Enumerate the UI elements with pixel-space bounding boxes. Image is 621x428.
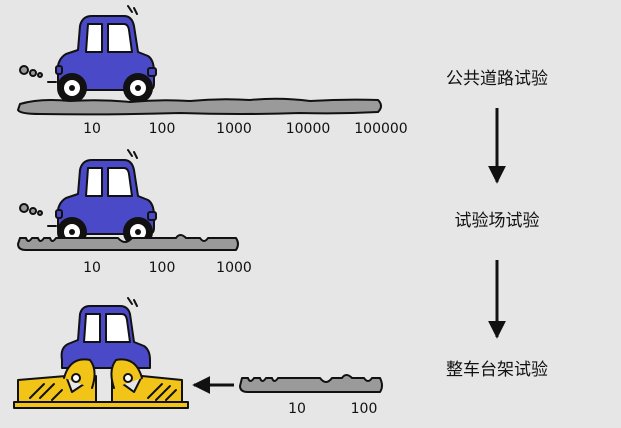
tick-label: 100 [149,121,176,137]
tick-label: 1000 [216,260,252,276]
stage-label-proving-ground: 试验场试验 [455,211,540,231]
tick-label: 100000 [354,121,407,137]
tick-label: 10 [83,121,101,137]
car-icon [47,149,157,248]
tick-label: 100 [149,260,176,276]
stage-label-public-road: 公共道路试验 [446,69,548,89]
car-icon [47,5,157,104]
tick-label: 10 [83,260,101,276]
tick-label: 1000 [216,121,252,137]
tick-label: 100 [351,401,378,417]
stage-test-rig: 10 100 [13,297,383,417]
rig-input-road [239,374,383,393]
proving-ground-road [17,234,239,251]
stage-public-road: 10 100 1000 10000 100000 [17,5,408,137]
stage-proving-ground: 10 100 1000 [17,149,252,276]
exhaust-smoke-icon [19,203,43,216]
test-rig-icon [13,358,189,409]
flow-column: 公共道路试验 试验场试验 整车台架试验 [446,69,548,380]
public-road [17,97,382,116]
exhaust-smoke-icon [19,65,43,78]
tick-label: 10 [288,401,306,417]
tick-label: 10000 [286,121,331,137]
car-icon [60,297,151,369]
stage-label-test-rig: 整车台架试验 [446,360,548,380]
